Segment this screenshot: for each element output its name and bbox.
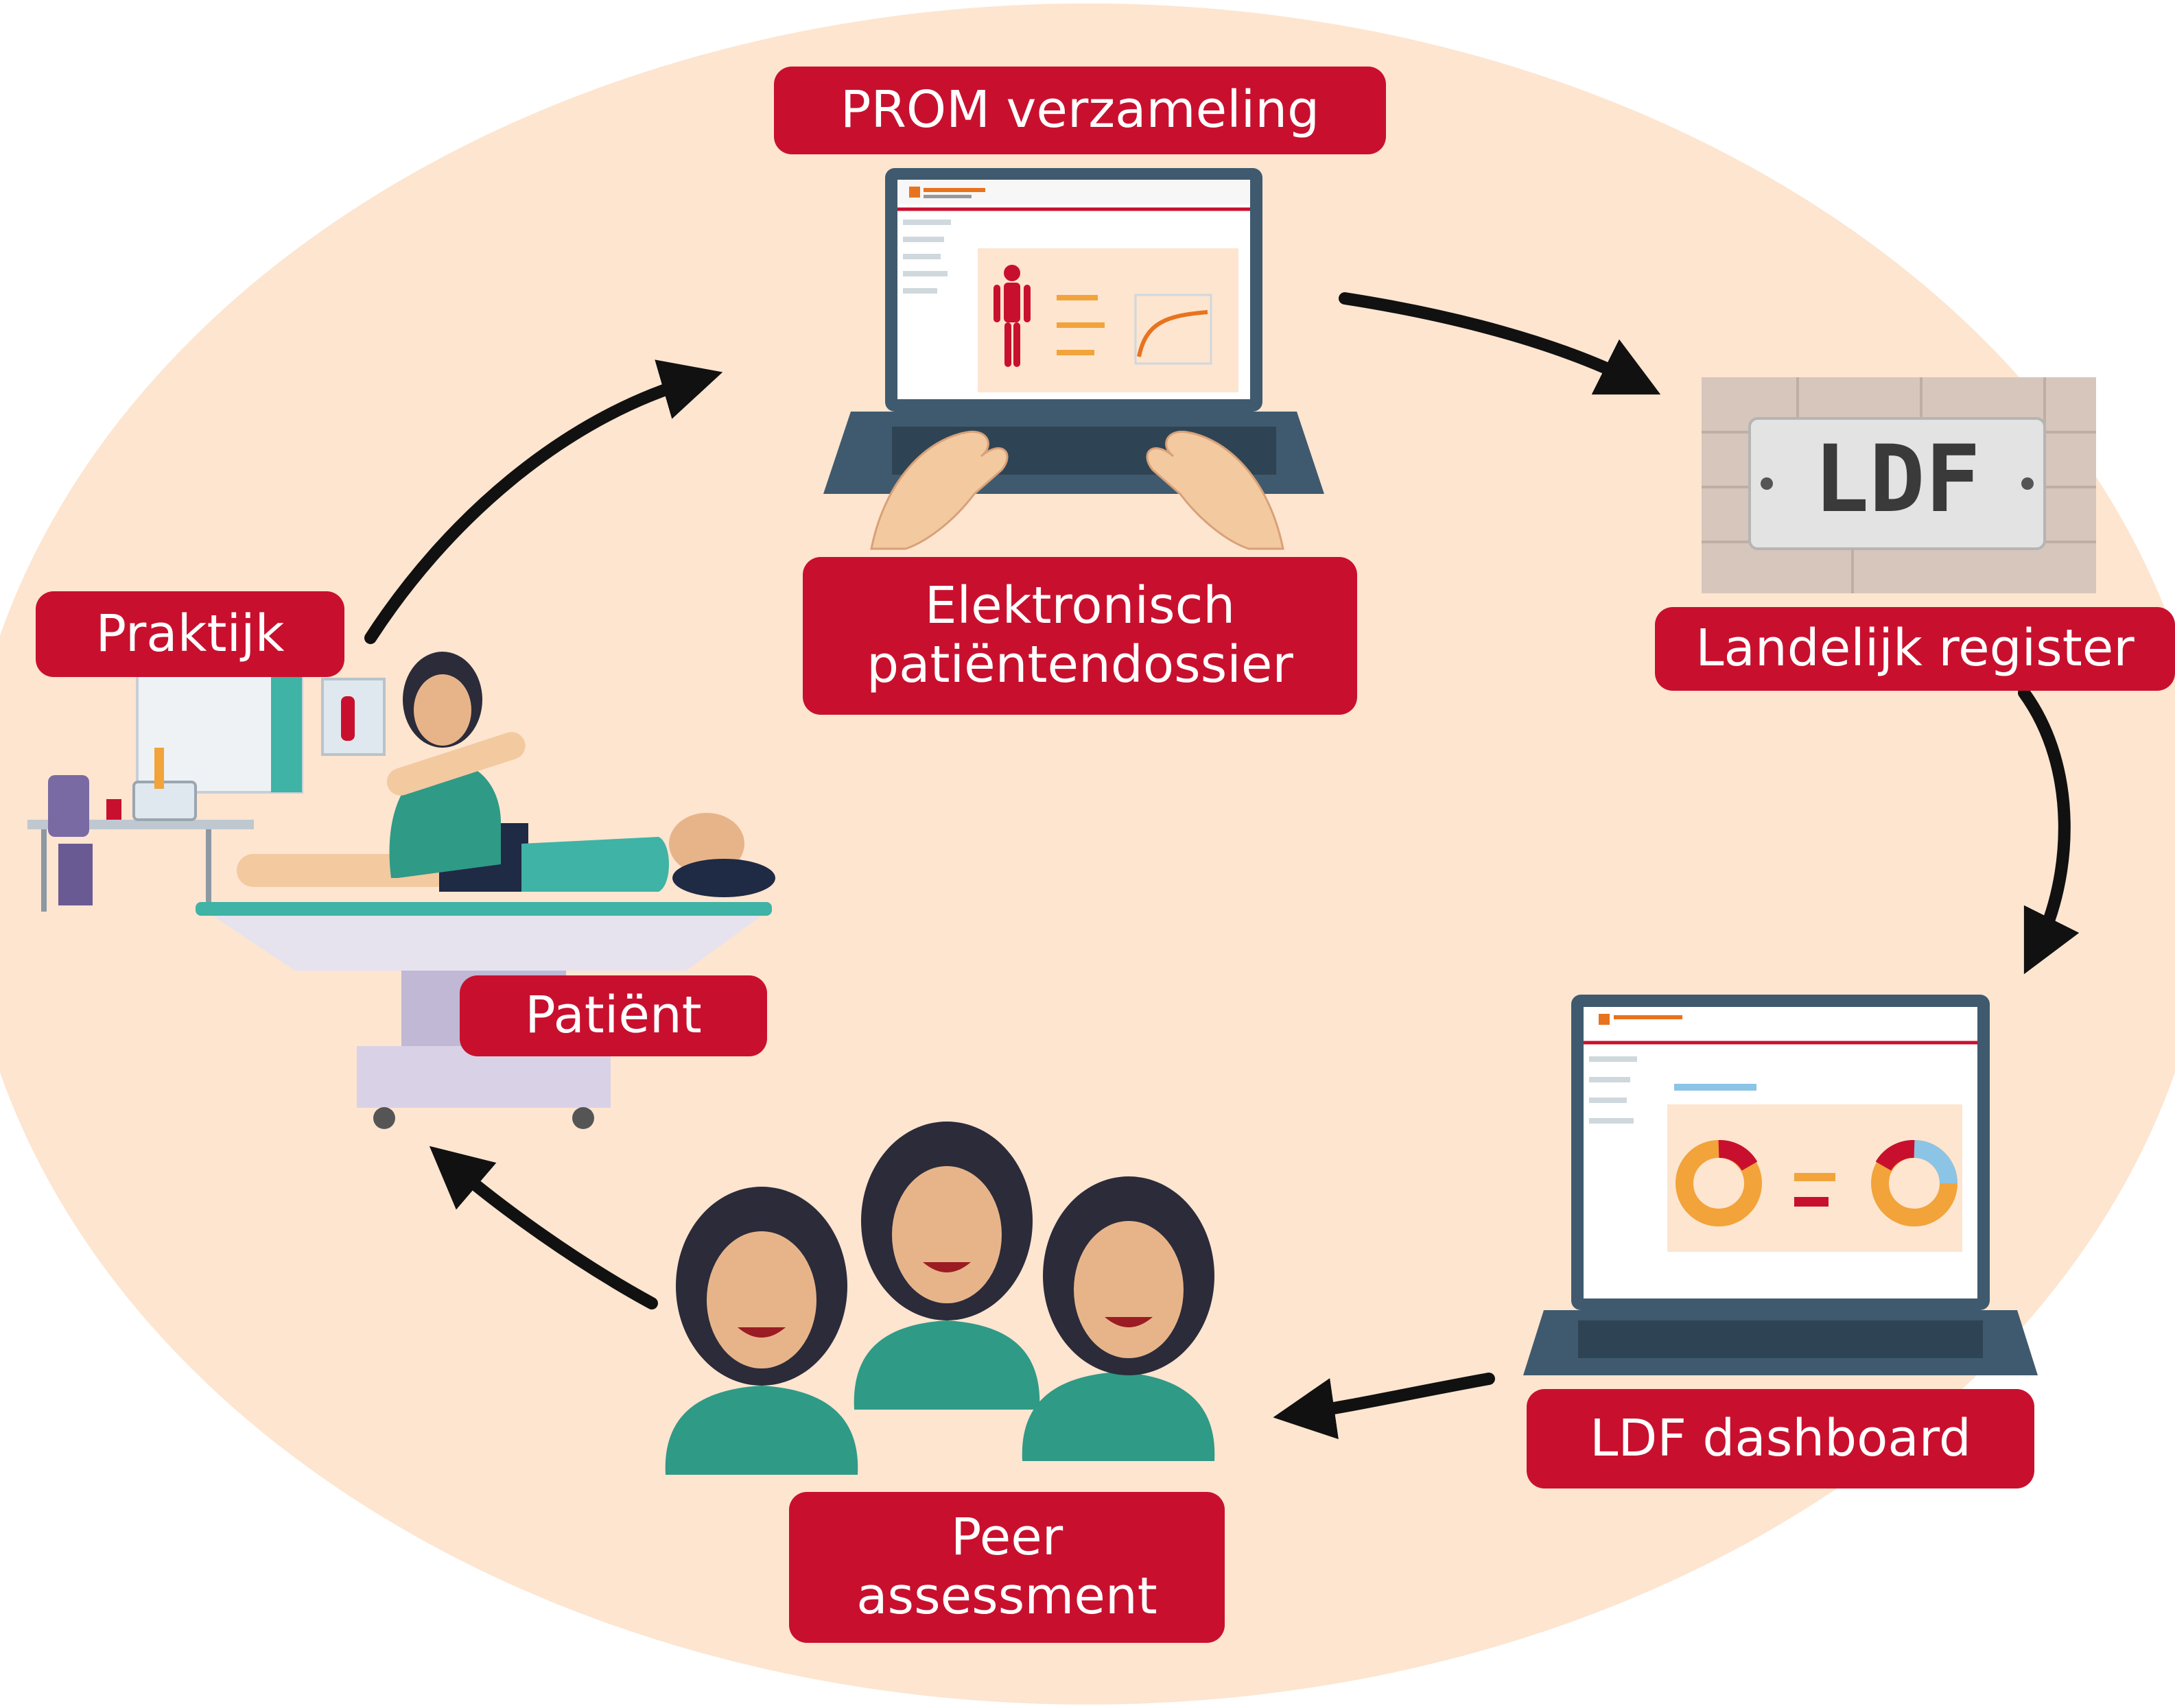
- national-registry-text: Landelijk register: [1695, 619, 2135, 678]
- patient-label: Patiënt: [460, 975, 767, 1056]
- peer-group-illustration: [665, 1122, 1215, 1475]
- prom-collection-label: PROM verzameling: [774, 67, 1386, 154]
- ldf-logo-text: LDF: [1813, 425, 1981, 533]
- clinician-avatar: [665, 1187, 858, 1475]
- ehr-label: Elektronisch patiëntendossier: [803, 557, 1357, 715]
- peer-assessment-label: Peer assessment: [789, 1492, 1225, 1643]
- ehr-laptop-icon: [823, 168, 1324, 550]
- arrow-practice-to-prom: [364, 359, 723, 644]
- patient-text: Patiënt: [525, 986, 702, 1045]
- arrow-dashboard-to-peer: [1273, 1373, 1495, 1440]
- clinician-avatar: [854, 1122, 1040, 1410]
- practice-scene: [27, 652, 775, 1129]
- ldf-brick-sign: LDF: [1702, 377, 2096, 593]
- ehr-line-2: patiëntendossier: [867, 635, 1293, 694]
- dashboard-laptop-icon: [1523, 995, 2038, 1375]
- peer-assessment-line-1: Peer: [950, 1508, 1063, 1567]
- peer-assessment-line-2: assessment: [856, 1567, 1157, 1626]
- ldf-dashboard-text: LDF dashboard: [1590, 1408, 1971, 1468]
- cycle-arrows: [364, 292, 2080, 1440]
- ehr-line-1: Elektronisch: [924, 576, 1236, 636]
- national-registry-label: Landelijk register: [1655, 607, 2175, 691]
- prom-collection-text: PROM verzameling: [840, 80, 1320, 140]
- ldf-dashboard-label: LDF dashboard: [1527, 1389, 2034, 1488]
- practice-text: Praktijk: [95, 604, 285, 663]
- arrow-prom-to-registry: [1339, 292, 1661, 395]
- typing-hands: [870, 430, 1284, 550]
- arrow-registry-to-dashboard: [2018, 687, 2080, 975]
- practice-label: Praktijk: [36, 591, 344, 677]
- arrow-peer-to-patient: [429, 1146, 658, 1309]
- clinician-avatar: [1022, 1176, 1215, 1461]
